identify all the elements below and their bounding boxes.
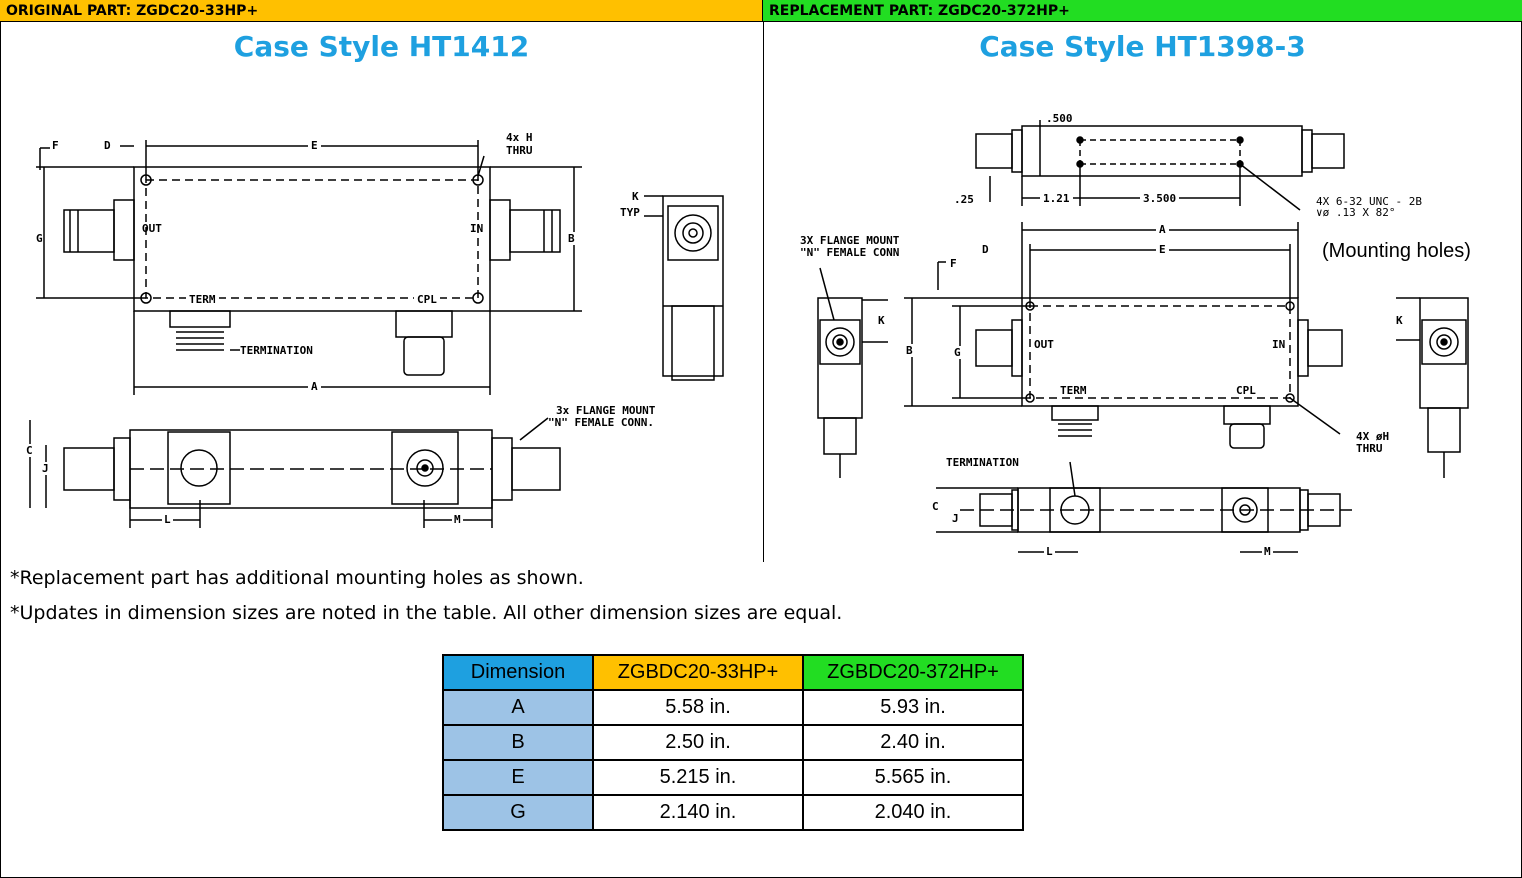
table-row: B 2.50 in. 2.40 in. <box>442 724 1024 761</box>
left-label-e: E <box>308 139 321 152</box>
left-label-flange-2: "N" FEMALE CONN. <box>548 416 654 429</box>
note-dimension-updates: *Updates in dimension sizes are noted in… <box>10 602 843 624</box>
left-label-b: B <box>568 232 575 245</box>
original-value: 5.215 in. <box>592 759 804 796</box>
right-label-out: OUT <box>1034 338 1054 351</box>
right-label-121: 1.21 <box>1040 192 1073 205</box>
in-connector-flange <box>489 199 511 261</box>
right-label-k: K <box>878 314 885 327</box>
right-label-holes-2: ∨ø .13 X 82° <box>1316 206 1396 219</box>
replacement-value: 5.93 in. <box>802 689 1024 726</box>
right-label-500: .500 <box>1046 112 1073 125</box>
left-label-out: OUT <box>142 222 162 235</box>
header-dimension: Dimension <box>442 654 594 691</box>
out-connector <box>63 209 115 253</box>
left-side-view <box>644 195 724 381</box>
case-style-left-title: Case Style HT1412 <box>233 30 530 63</box>
right-label-3500: 3.500 <box>1140 192 1180 205</box>
left-label-termination: TERMINATION <box>240 344 313 357</box>
right-label-b: B <box>906 344 913 357</box>
case-style-right-title: Case Style HT1398-3 <box>979 30 1306 63</box>
right-label-j: J <box>952 512 959 525</box>
table-row: A 5.58 in. 5.93 in. <box>442 689 1024 726</box>
right-label-m: M <box>1262 545 1273 558</box>
replacement-value: 5.565 in. <box>802 759 1024 796</box>
table-row: E 5.215 in. 5.565 in. <box>442 759 1024 796</box>
header-original: ZGBDC20-33HP+ <box>592 654 804 691</box>
left-label-in: IN <box>470 222 484 235</box>
left-label-h: 4x H <box>506 131 533 144</box>
right-label-cpl: CPL <box>1236 384 1256 397</box>
right-right-side-view <box>1396 297 1469 478</box>
header-replacement: ZGBDC20-372HP+ <box>802 654 1024 691</box>
left-label-j: J <box>42 462 49 475</box>
right-label-thru-2: THRU <box>1356 442 1383 455</box>
right-label-flange-2: "N" FEMALE CONN <box>800 246 900 259</box>
right-top-body <box>1021 125 1303 177</box>
original-value: 2.50 in. <box>592 724 804 761</box>
right-label-k2: K <box>1396 314 1403 327</box>
left-label-thru: THRU <box>506 144 533 157</box>
right-label-holes-1: 4X 6-32 UNC - 2B <box>1316 195 1422 208</box>
dimension-key: E <box>442 759 594 796</box>
right-label-termination: TERMINATION <box>946 456 1019 469</box>
column-divider <box>763 22 764 562</box>
right-left-side-view <box>817 267 888 478</box>
replacement-value: 2.40 in. <box>802 724 1024 761</box>
left-hole <box>472 292 484 304</box>
left-label-g: G <box>36 232 43 245</box>
right-label-f: F <box>950 257 957 270</box>
original-value: 5.58 in. <box>592 689 804 726</box>
left-label-k: K <box>632 190 639 203</box>
left-label-typ: TYP <box>620 206 640 219</box>
dimension-key: G <box>442 794 594 831</box>
right-label-25: .25 <box>954 193 974 206</box>
dimension-table: Dimension ZGBDC20-33HP+ ZGBDC20-372HP+ A… <box>442 654 1024 831</box>
left-label-c: C <box>26 444 33 457</box>
replacement-part-header: REPLACEMENT PART: ZGDC20-372HP+ <box>763 0 1522 22</box>
mounting-holes-note: (Mounting holes) <box>1322 240 1471 262</box>
right-label-term: TERM <box>1060 384 1087 397</box>
left-label-cpl: CPL <box>414 293 440 306</box>
original-part-header: ORIGINAL PART: ZGDC20-33HP+ <box>0 0 763 22</box>
left-bottom-view <box>29 417 561 528</box>
right-label-g: G <box>954 346 961 359</box>
left-label-term: TERM <box>186 293 219 306</box>
right-main-view <box>904 222 1343 449</box>
right-label-d: D <box>982 243 989 256</box>
right-label-e: E <box>1156 243 1169 256</box>
left-side-body <box>662 195 724 377</box>
dimension-key: B <box>442 724 594 761</box>
left-label-f: F <box>52 139 59 152</box>
right-label-l: L <box>1044 545 1055 558</box>
left-label-flange-1: 3x FLANGE MOUNT <box>556 404 656 417</box>
dimension-key: A <box>442 689 594 726</box>
right-label-flange-1: 3X FLANGE MOUNT <box>800 234 900 247</box>
left-label-m: M <box>452 513 463 526</box>
left-label-a: A <box>308 380 321 393</box>
left-body-outline <box>133 166 491 312</box>
original-value: 2.140 in. <box>592 794 804 831</box>
left-body-dashed <box>145 179 479 299</box>
out-connector-flange <box>113 199 135 261</box>
left-label-d: D <box>104 139 111 152</box>
right-label-in: IN <box>1272 338 1286 351</box>
right-top-view <box>975 120 1345 211</box>
right-label-c: C <box>932 500 939 513</box>
right-label-a: A <box>1156 223 1169 236</box>
table-header-row: Dimension ZGBDC20-33HP+ ZGBDC20-372HP+ <box>442 654 1024 691</box>
replacement-value: 2.040 in. <box>802 794 1024 831</box>
table-row: G 2.140 in. 2.040 in. <box>442 794 1024 831</box>
right-bottom-view <box>936 461 1352 553</box>
left-label-l: L <box>162 513 173 526</box>
note-mounting-holes: *Replacement part has additional mountin… <box>10 567 584 589</box>
right-label-thru-1: 4X øH <box>1356 430 1390 443</box>
